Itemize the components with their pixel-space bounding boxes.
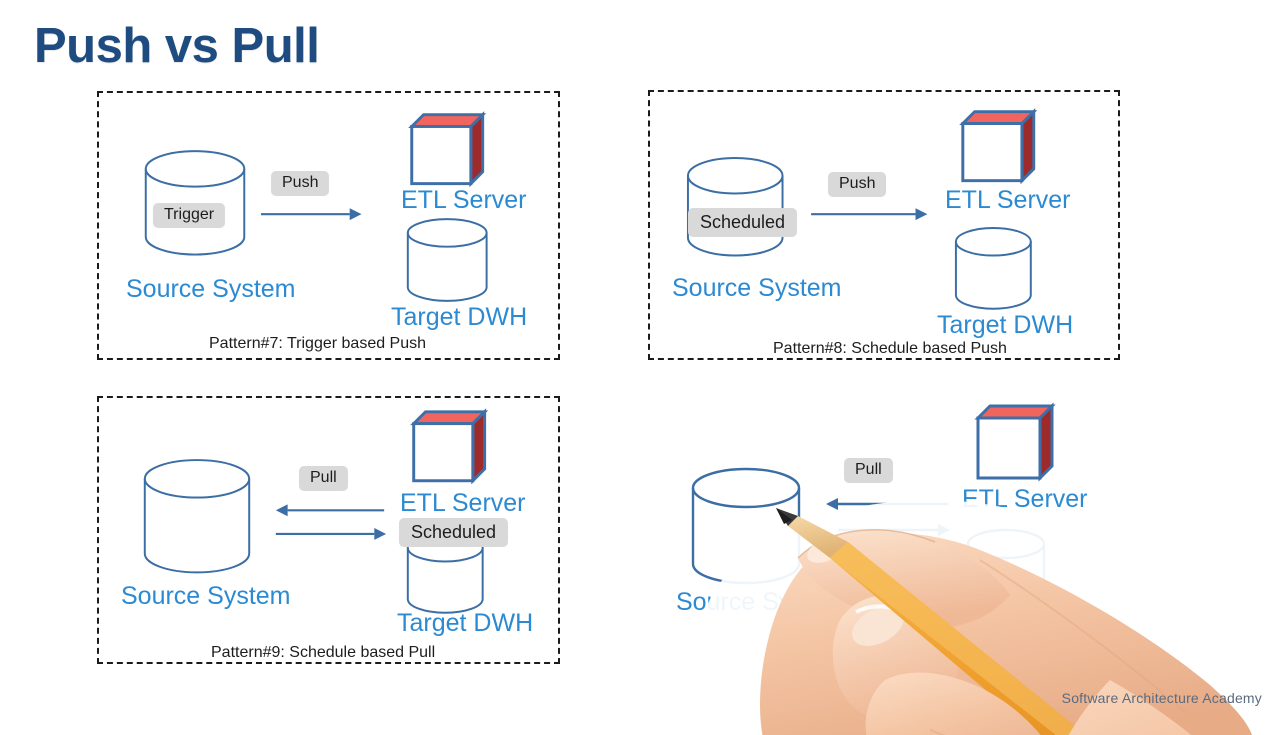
panel-caption: Pattern#8: Schedule based Push — [773, 340, 1007, 357]
target-dwh-cylinder-icon — [954, 226, 1032, 310]
target-dwh-label: Target DWH — [937, 311, 1074, 339]
etl-server-label: ETL Server — [401, 186, 527, 214]
pencil-icon — [776, 508, 1086, 735]
slide-canvas: Push vs Pull — [34, 19, 1262, 735]
etl-server-icon — [408, 111, 487, 188]
data-return-arrow-icon — [275, 528, 387, 540]
panel-2-artwork — [686, 108, 1038, 310]
watermark: Software Architecture Academy — [1061, 690, 1262, 706]
source-cylinder-icon — [143, 459, 251, 574]
page-title: Push vs Pull — [34, 19, 320, 73]
source-system-label: Source System — [672, 274, 842, 302]
push-arrow-icon — [261, 208, 362, 221]
flow-push-badge: Push — [828, 172, 887, 197]
source-cylinder-icon — [144, 150, 246, 256]
flow-push-badge: Push — [271, 171, 330, 196]
target-dwh-label: Target DWH — [397, 609, 534, 637]
target-dwh-cylinder-icon — [406, 218, 488, 302]
panel-pattern-7: Trigger Push Source System ETL Server Ta… — [97, 91, 560, 360]
panel-caption: Pattern#7: Trigger based Push — [209, 335, 427, 352]
source-cylinder-icon — [686, 157, 784, 257]
etl-server-icon — [410, 408, 489, 485]
etl-server-icon — [974, 402, 1056, 482]
middle-finger — [865, 672, 1041, 735]
panel-caption: Pattern#9: Schedule based Pull — [211, 644, 436, 661]
source-trigger-badge: Trigger — [153, 203, 226, 228]
target-dwh-label: Target DWH — [391, 303, 528, 331]
flow-pull-badge: Pull — [299, 466, 348, 491]
push-arrow-icon — [811, 208, 928, 221]
etl-server-icon — [959, 108, 1038, 185]
panel-pattern-8: Scheduled Push Source System ETL Server … — [648, 90, 1120, 360]
hand-with-pencil-illustration — [680, 430, 1280, 735]
panel-pattern-9: Pull Scheduled Source System ETL Server … — [97, 396, 560, 664]
panel-1-artwork — [144, 111, 488, 302]
etl-server-label: ETL Server — [945, 186, 1071, 214]
panel-3-artwork — [143, 408, 489, 614]
scheduled-badge: Scheduled — [399, 518, 509, 547]
flow-pull-badge: Pull — [844, 458, 893, 483]
pull-arrow-icon — [275, 504, 385, 517]
thumbnail — [852, 606, 904, 646]
source-system-label: Source System — [126, 275, 296, 303]
source-scheduled-badge: Scheduled — [688, 208, 798, 237]
etl-server-label: ETL Server — [400, 489, 526, 517]
source-system-label: Source System — [121, 582, 291, 610]
